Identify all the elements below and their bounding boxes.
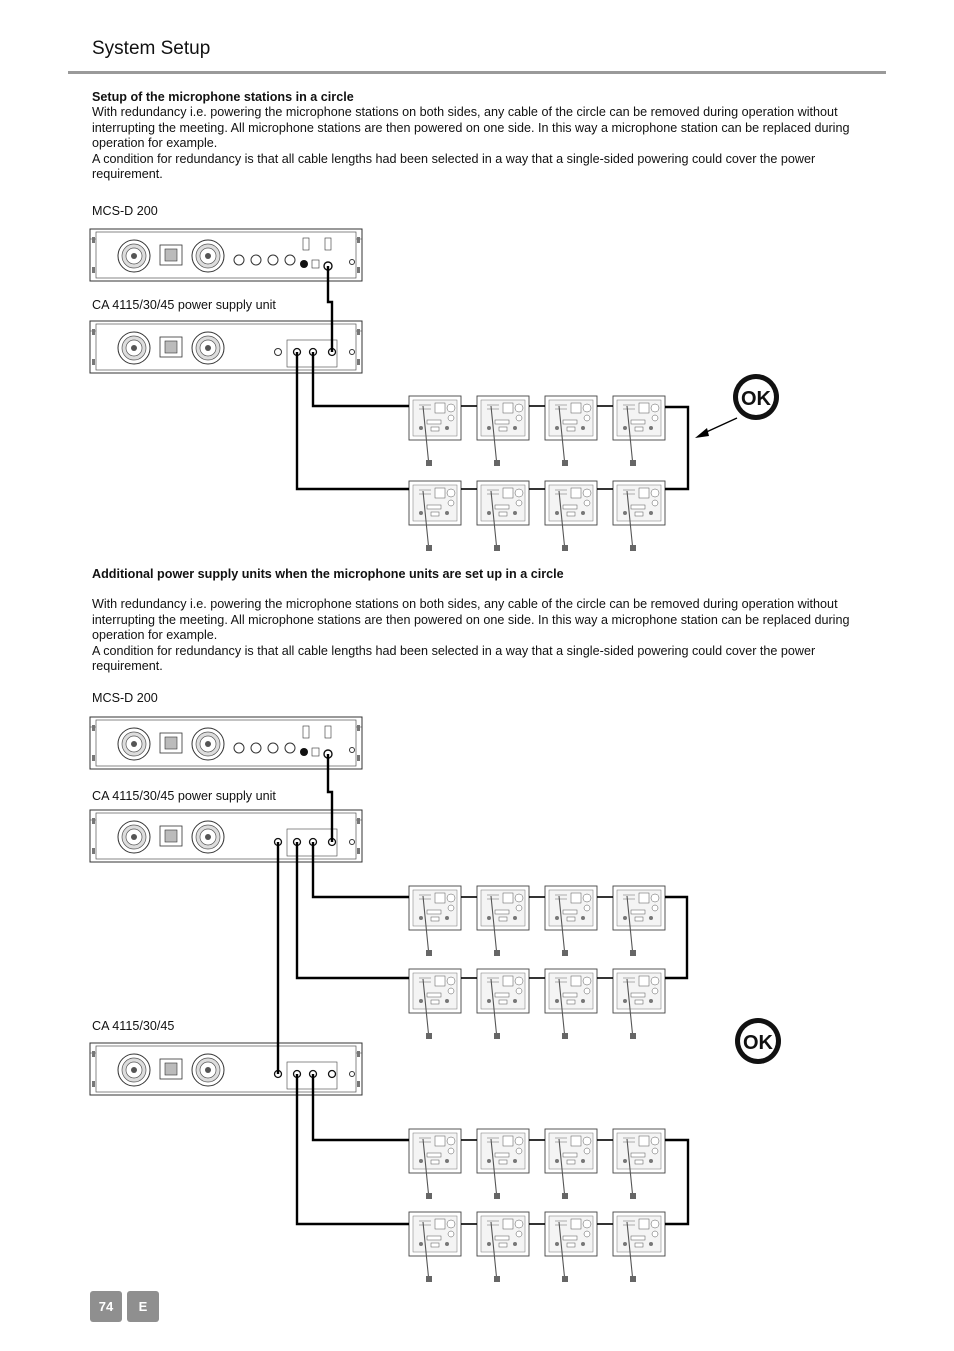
mic-station: [408, 1211, 462, 1283]
language-badge: E: [127, 1291, 159, 1322]
mic-station: [612, 968, 666, 1040]
section-1-paragraph-1: With redundancy i.e. powering the microp…: [92, 105, 850, 151]
mic-station: [408, 885, 462, 957]
ok-badge-1: OK: [733, 374, 779, 420]
mic-station: [476, 480, 530, 552]
mcs-d200-connectors: [233, 237, 355, 271]
section-1: Setup of the microphone stations in a ci…: [92, 90, 862, 182]
cable-mcs-psu: [326, 266, 334, 352]
page-number-badge: 74: [90, 1291, 122, 1322]
mic-station: [612, 885, 666, 957]
cable-return: [665, 405, 690, 491]
mic-station: [544, 480, 598, 552]
mic-station: [408, 968, 462, 1040]
mic-station: [476, 1128, 530, 1200]
cable-bottom: [295, 352, 409, 491]
mic-station: [544, 395, 598, 467]
section-1-heading: Setup of the microphone stations in a ci…: [92, 90, 354, 104]
section-2: Additional power supply units when the m…: [92, 567, 862, 674]
mic-station: [476, 968, 530, 1040]
cable-top: [311, 352, 409, 408]
cable-mcs-psu-2: [326, 754, 334, 842]
mcs-d200-connectors-2: [233, 725, 355, 759]
section-2-paragraph-2: A condition for redundancy is that all c…: [92, 643, 816, 674]
mic-station: [544, 968, 598, 1040]
label-psu-2: CA 4115/30/45 power supply unit: [92, 789, 276, 803]
mic-station: [544, 1128, 598, 1200]
mic-station: [476, 395, 530, 467]
mic-station: [408, 1128, 462, 1200]
mic-station: [476, 1211, 530, 1283]
section-2-heading: Additional power supply units when the m…: [92, 567, 564, 581]
label-mcs-d200-2: MCS-D 200: [92, 691, 158, 705]
label-psu: CA 4115/30/45 power supply unit: [92, 298, 276, 312]
svg-text:OK: OK: [743, 1032, 774, 1054]
mic-station: [476, 885, 530, 957]
mcs-d200-unit-2: [89, 716, 363, 770]
header-rule: [68, 71, 886, 74]
mic-station: [408, 395, 462, 467]
mic-station: [612, 1211, 666, 1283]
arrow-icon: [695, 417, 738, 438]
mic-station: [612, 395, 666, 467]
mic-station: [612, 480, 666, 552]
page-title: System Setup: [92, 38, 211, 59]
mic-station: [544, 1211, 598, 1283]
mcs-d200-unit: [89, 228, 363, 282]
svg-text:OK: OK: [741, 388, 772, 410]
label-psu-3: CA 4115/30/45: [92, 1019, 175, 1033]
mic-station: [544, 885, 598, 957]
label-mcs-d200: MCS-D 200: [92, 204, 158, 218]
mic-station: [408, 480, 462, 552]
ok-badge-2: OK: [735, 1018, 781, 1064]
section-2-paragraph-1: With redundancy i.e. powering the microp…: [92, 597, 850, 643]
mic-station: [612, 1128, 666, 1200]
section-1-paragraph-2: A condition for redundancy is that all c…: [92, 151, 816, 182]
